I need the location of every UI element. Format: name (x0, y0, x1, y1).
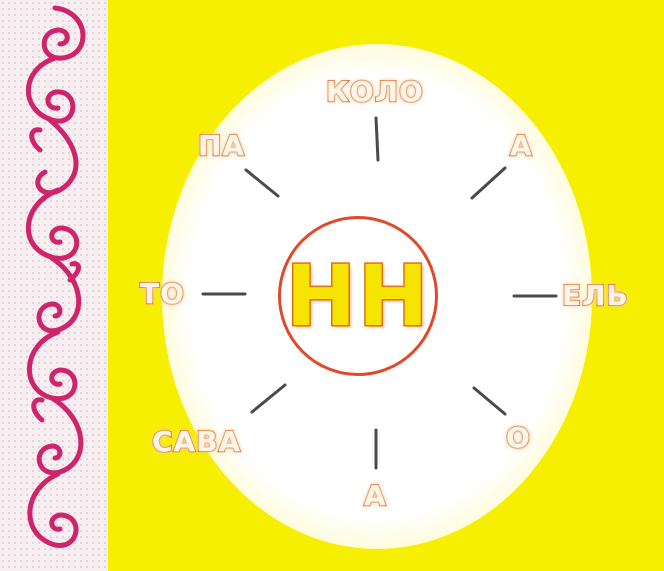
spoke-top-left (246, 170, 278, 196)
word-top: КОЛО (326, 78, 424, 106)
spoke-bottom-right (474, 388, 505, 414)
word-bottom-right: О (506, 424, 531, 452)
spoke-top (376, 118, 378, 160)
spoke-top-right (472, 168, 505, 198)
word-bottom: А (364, 482, 387, 510)
word-bottom-left: САВА (152, 428, 241, 456)
word-top-left: ПА (198, 132, 245, 160)
spoke-bottom-left (252, 385, 285, 412)
word-top-right: А (510, 132, 533, 160)
word-right: ЕЛЬ (562, 282, 629, 310)
center-letters: НН (278, 216, 438, 376)
word-left: ТО (140, 280, 185, 308)
